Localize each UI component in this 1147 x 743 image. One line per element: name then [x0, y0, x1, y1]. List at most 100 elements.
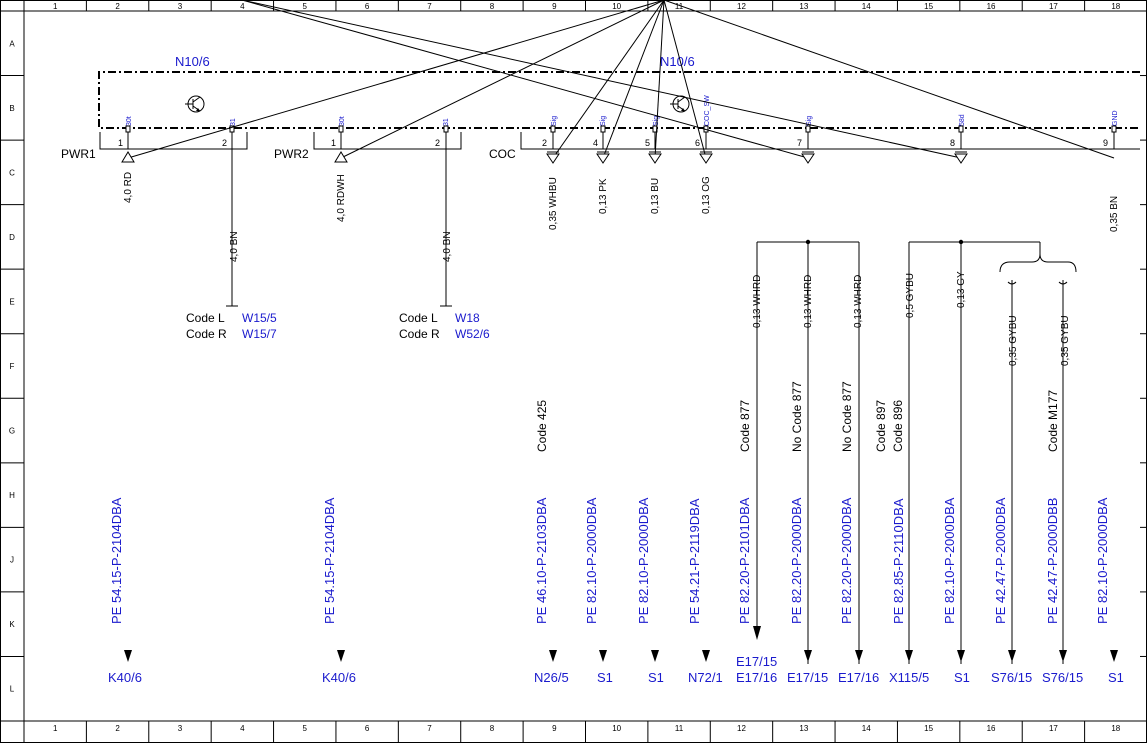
pin-symbol: [600, 125, 606, 133]
ruler-row-letter: C: [9, 168, 15, 177]
connector-label-pwr2: PWR2: [274, 147, 309, 161]
destination-label: N26/5: [534, 670, 569, 685]
module-label-right: N10/6: [660, 54, 695, 69]
wire-label: 0,13 WHRD: [803, 275, 814, 328]
ruler-column-number: 7: [427, 2, 432, 11]
ground-ref: W18: [455, 311, 480, 325]
option-code: Code 897: [874, 400, 888, 452]
pin-signal: 30t: [126, 116, 133, 126]
destination-label: E17/16: [736, 670, 777, 685]
ruler-column-number: 8: [490, 724, 495, 733]
wire-label: 0,13 WHRD: [752, 275, 763, 328]
marker-triangle: [801, 153, 815, 164]
doc-reference: PE 54.15-P-2104DBA: [322, 497, 337, 624]
ruler-row-letter: J: [10, 556, 14, 565]
option-code: No Code 877: [840, 381, 854, 452]
marker-triangle: [596, 153, 610, 164]
pin-number: 1: [118, 138, 123, 148]
pin-symbol: [805, 125, 811, 133]
doc-reference: PE 82.20-P-2101DBA: [737, 497, 752, 624]
wire-label: 4,0 RD: [123, 172, 134, 203]
arrowhead: [855, 650, 863, 662]
wire-label: 0,13 PK: [598, 178, 609, 214]
ruler-row-letter: E: [9, 297, 14, 306]
destination-label: S1: [1108, 670, 1124, 685]
option-code: Code 425: [535, 400, 549, 452]
wire-segment: [241, 0, 962, 159]
ground-codes: Code L W15/5 Code R W15/7 Code L W18 Cod…: [186, 311, 490, 341]
arrowhead: [599, 650, 607, 662]
pin-symbol: [338, 125, 344, 133]
destination-label: S1: [597, 670, 613, 685]
pin-signal: Sig: [600, 116, 607, 126]
doc-reference: PE 46.10-P-2103DBA: [534, 497, 549, 624]
ruler-column-number: 16: [987, 724, 996, 733]
ruler-column-number: 17: [1049, 2, 1058, 11]
arrowhead: [651, 650, 659, 662]
ground-code: Code R: [399, 327, 440, 341]
pin-symbol: [550, 125, 556, 133]
arrowhead: [804, 650, 812, 662]
option-hook: [1058, 281, 1068, 285]
arrowhead: [1059, 650, 1067, 662]
connector-label-coc: COC: [489, 147, 516, 161]
pin-signal: Sig: [653, 116, 660, 126]
ruler-row-letter: A: [9, 39, 15, 48]
doc-reference: PE 42.47-P-2000DBA: [993, 497, 1008, 624]
ruler-column-number: 11: [675, 724, 684, 733]
connector-bracket-pwr1: [99, 132, 248, 150]
junction-dot: [805, 239, 811, 245]
destination-label: S1: [954, 670, 970, 685]
option-code: Code 896: [891, 400, 905, 452]
ruler-column-number: 5: [303, 724, 308, 733]
ruler-column-number: 14: [862, 2, 871, 11]
ruler-column-number: 13: [799, 724, 808, 733]
ground-code: Code L: [186, 311, 225, 325]
arrowhead: [702, 650, 710, 662]
doc-reference: PE 82.10-P-2000DBA: [636, 497, 651, 624]
wire-segment: [663, 0, 1115, 159]
ruler-column-number: 15: [924, 724, 933, 733]
wire-label: 0,35 BN: [1109, 196, 1120, 232]
module-label-left: N10/6: [175, 54, 210, 69]
wire-segment: [241, 0, 809, 159]
ruler-row-letter: K: [9, 620, 15, 629]
ruler-column-number: 14: [862, 724, 871, 733]
arrowhead: [1008, 650, 1016, 662]
document-references: PE 54.15-P-2104DBA PE 54.15-P-2104DBA PE…: [109, 497, 1110, 624]
wire-label: 0,13 WHRD: [853, 275, 864, 328]
pin-number: 8: [950, 138, 955, 148]
marker-triangle: [954, 153, 968, 164]
doc-reference: PE 54.21-P-2119DBA: [687, 498, 702, 624]
ruler-column-number: 18: [1111, 2, 1120, 11]
pin-labels: 30t 31 30t 31 Sig Sig Sig COC_SW Sig 58d…: [118, 95, 1119, 148]
transistor-icon: [670, 95, 690, 113]
destination-label: S1: [648, 670, 664, 685]
marker-triangle: [648, 153, 662, 164]
pin-symbol: [443, 125, 449, 133]
ruler-row-letter: F: [10, 362, 15, 371]
ruler-column-number: 6: [365, 2, 370, 11]
pin-signal: COC_SW: [704, 95, 711, 126]
ruler-column-number: 13: [799, 2, 808, 11]
doc-reference: PE 82.10-P-2000DBA: [1095, 497, 1110, 624]
pin-symbol: [958, 125, 964, 133]
wire-segment: [127, 0, 665, 159]
ruler-column-number: 2: [115, 2, 120, 11]
pin-signal: GND: [1112, 110, 1119, 126]
ruler-column-number: 4: [240, 2, 245, 11]
arrowhead: [549, 650, 557, 662]
ruler-column-number: 1: [53, 2, 58, 11]
pin-number: 6: [695, 138, 700, 148]
ground-code: Code L: [399, 311, 438, 325]
ruler-column-number: 5: [303, 2, 308, 11]
pin-number: 9: [1103, 138, 1108, 148]
ruler-column-number: 10: [612, 2, 621, 11]
connector-label-pwr1: PWR1: [61, 147, 96, 161]
ruler-column-number: 12: [737, 2, 746, 11]
option-brace: [999, 253, 1077, 273]
marker-triangle: [699, 153, 713, 164]
pin-signal: 58d: [959, 114, 966, 126]
